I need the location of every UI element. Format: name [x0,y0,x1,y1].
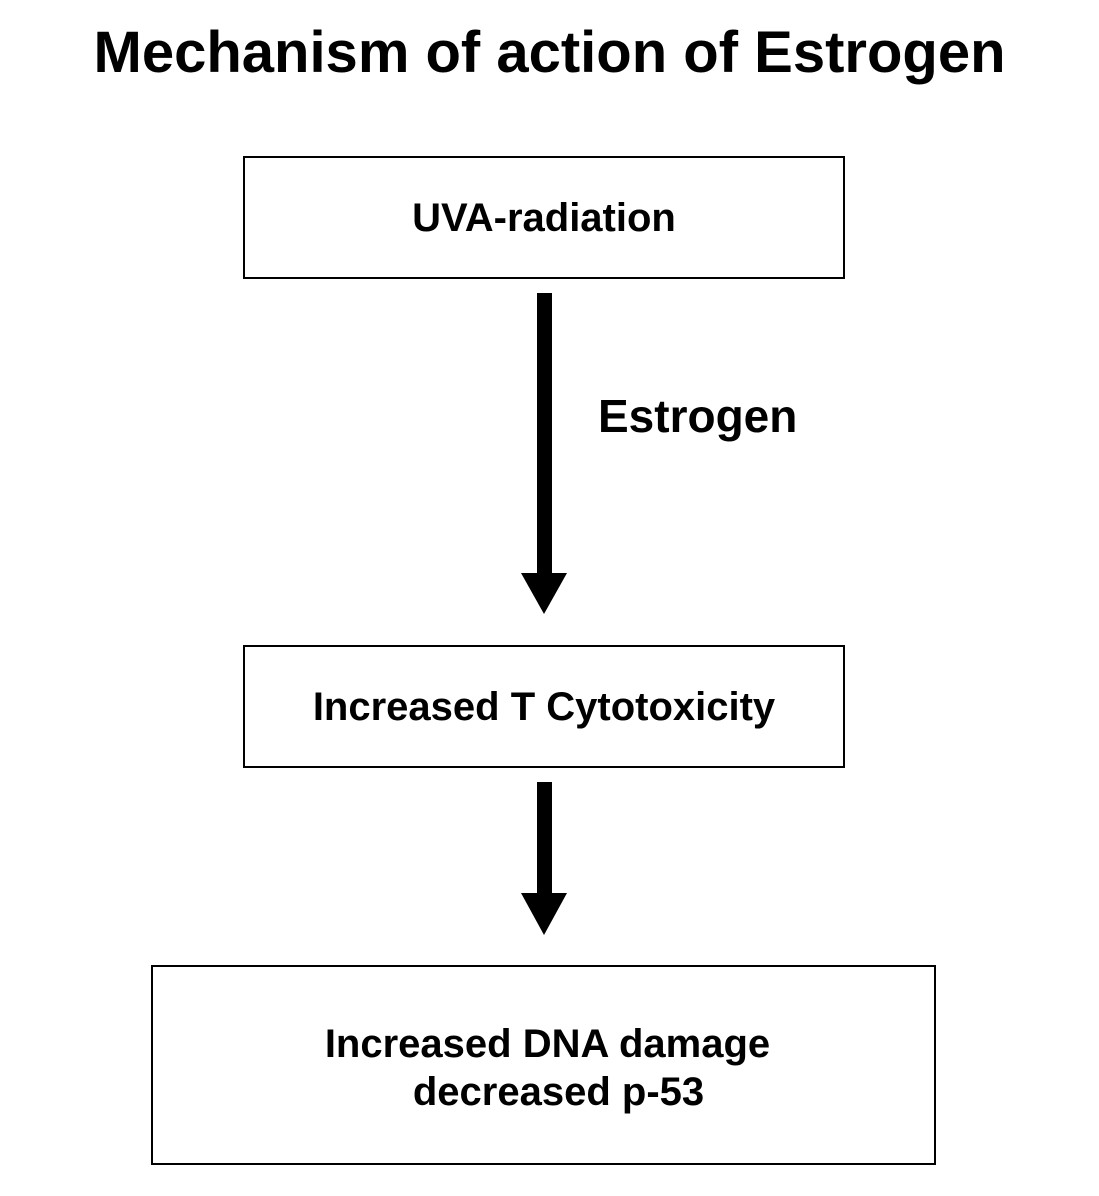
node-dna-damage-line2: decreased p-53 [412,1070,705,1114]
node-dna-damage-line1: Increased DNA damage [324,1022,771,1066]
node-increased-t-cytotoxicity-label: Increased T Cytotoxicity [312,684,776,729]
arrow-cytotoxicity-to-dna [521,782,567,935]
node-increased-t-cytotoxicity: Increased T Cytotoxicity [243,645,845,768]
node-uva-radiation-label: UVA-radiation [412,195,676,240]
node-increased-dna-damage: Increased DNA damage decreased p-53 [151,965,936,1165]
node-uva-radiation: UVA-radiation [243,156,845,279]
arrow-uva-to-cytotoxicity [521,293,567,614]
edge-label-estrogen: Estrogen [598,390,798,442]
diagram-title: Mechanism of action of Estrogen [93,20,1006,85]
